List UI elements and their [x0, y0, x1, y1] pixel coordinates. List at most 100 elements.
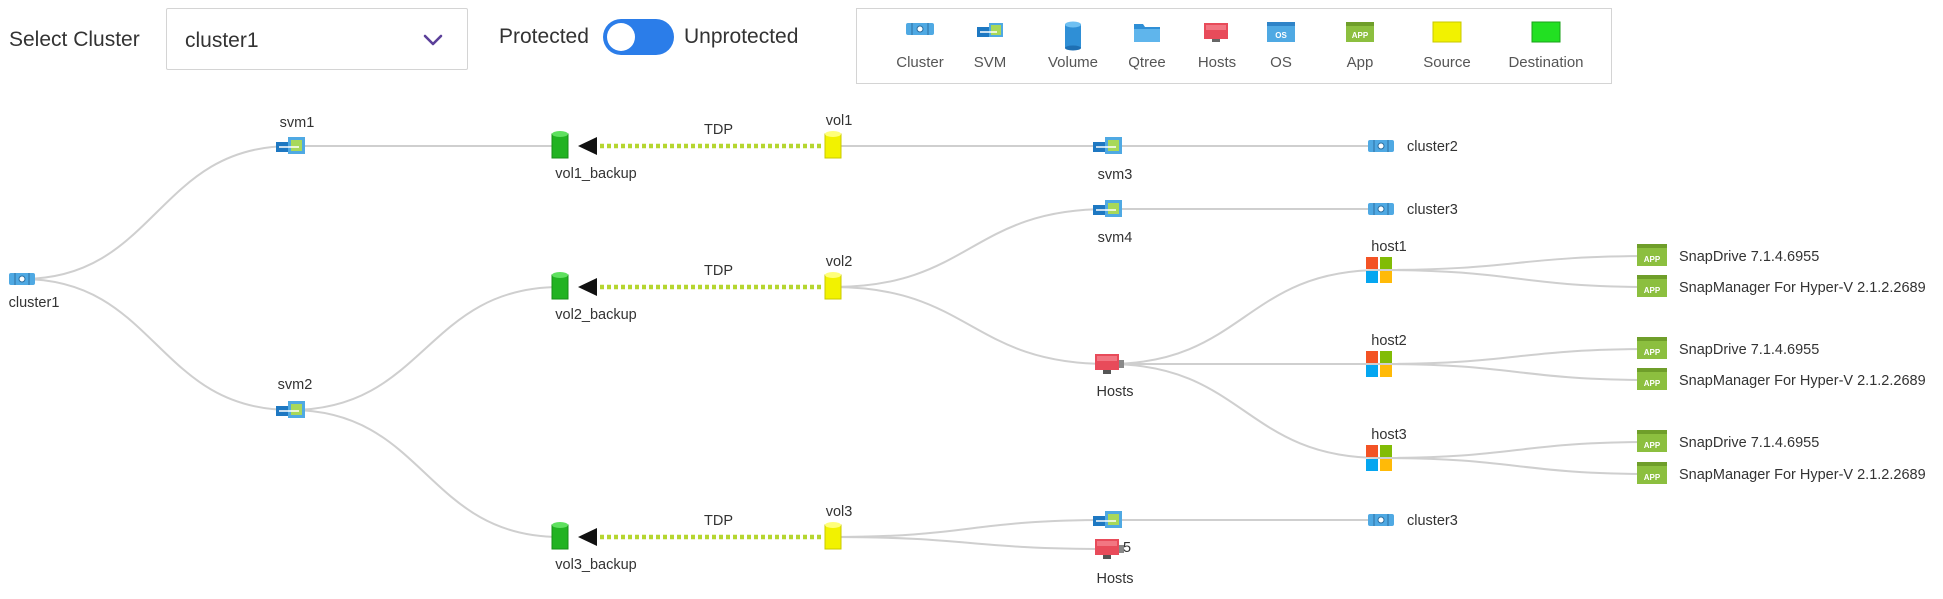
node-hosts_a[interactable]: Hosts: [1095, 354, 1134, 400]
os-icon: OS: [1266, 21, 1296, 48]
legend-item-cluster: Cluster: [880, 9, 960, 83]
node-cluster3a[interactable]: cluster3: [1368, 202, 1458, 218]
node-vol2[interactable]: vol2: [824, 254, 853, 300]
destination-swatch: [1531, 21, 1561, 48]
svm-icon: [276, 137, 305, 154]
cluster-icon: [1368, 140, 1394, 152]
node-label: SnapManager For Hyper-V 2.1.2.2689: [1679, 467, 1926, 483]
svg-text:APP: APP: [1644, 441, 1661, 450]
node-label: host2: [1371, 333, 1406, 349]
node-label: vol2: [826, 254, 853, 270]
svg-text:APP: APP: [1644, 286, 1661, 295]
volume-icon: [1064, 21, 1082, 56]
arrow-head-icon: [578, 137, 597, 155]
node-label: svm4: [1098, 230, 1133, 246]
node-svm3[interactable]: svm3: [1093, 137, 1132, 183]
svg-text:APP: APP: [1644, 379, 1661, 388]
edge-link: [1380, 348, 1654, 365]
edge-link: [832, 208, 1109, 288]
svg-text:APP: APP: [1352, 31, 1369, 40]
protection-toggle[interactable]: [603, 19, 674, 55]
toolbar: Select Cluster cluster1 Protected Unprot…: [0, 0, 1943, 84]
edge-link: [1380, 441, 1654, 459]
node-vol1[interactable]: vol1: [824, 113, 853, 159]
node-svm1[interactable]: svm1: [276, 115, 314, 154]
node-label: vol1_backup: [555, 166, 636, 182]
node-host3[interactable]: host3: [1366, 427, 1407, 471]
svg-text:OS: OS: [1275, 31, 1287, 40]
legend-item-volume: Volume: [1033, 9, 1113, 83]
hosts-icon: [1202, 21, 1232, 48]
legend-item-qtree: Qtree: [1107, 9, 1187, 83]
node-label: Hosts: [1096, 384, 1133, 400]
node-app3a[interactable]: APP SnapDrive 7.1.4.6955: [1637, 430, 1819, 452]
node-label: cluster2: [1407, 139, 1458, 155]
source-swatch: [1432, 21, 1462, 48]
legend-label: OS: [1270, 54, 1292, 71]
edge-link: [21, 278, 292, 411]
node-vol2_backup[interactable]: vol2_backup: [551, 272, 637, 323]
node-label: SnapDrive 7.1.4.6955: [1679, 435, 1819, 451]
node-cluster3b[interactable]: cluster3: [1368, 513, 1458, 529]
hosts-icon: [1095, 354, 1124, 374]
svg-text:APP: APP: [1644, 348, 1661, 357]
edge-link: [1107, 363, 1382, 459]
node-vol3_backup[interactable]: vol3_backup: [551, 522, 637, 573]
legend-item-destination: Destination: [1506, 9, 1586, 83]
volume-icon: [551, 272, 569, 300]
tdp-label: TDP: [704, 513, 733, 529]
toggle-knob: [607, 23, 635, 51]
node-cluster1[interactable]: cluster1: [9, 273, 60, 311]
legend-label: SVM: [973, 54, 1007, 71]
node-host2[interactable]: host2: [1366, 333, 1407, 377]
edge-link: [1107, 269, 1382, 365]
cluster-select-value: cluster1: [185, 29, 259, 52]
cluster-icon: [9, 273, 35, 285]
legend-label: Volume: [1047, 54, 1099, 71]
node-host1[interactable]: host1: [1366, 239, 1407, 283]
legend-item-os: OS OS: [1241, 9, 1321, 83]
node-label: vol3_backup: [555, 557, 636, 573]
node-svm_v3[interactable]: [1093, 511, 1122, 528]
edge-link: [1380, 457, 1654, 475]
os-icon: [1366, 257, 1392, 283]
cluster-icon: [1368, 203, 1394, 215]
edge-link: [1380, 269, 1654, 288]
node-vol1_backup[interactable]: vol1_backup: [551, 131, 637, 182]
edge-link: [832, 536, 1109, 550]
legend-item-hosts: Hosts: [1177, 9, 1257, 83]
cluster-select[interactable]: cluster1: [166, 8, 468, 70]
os-icon: [1366, 351, 1392, 377]
legend-label: Hosts: [1197, 54, 1237, 71]
edge-link: [290, 409, 561, 538]
node-svm2[interactable]: svm2: [276, 377, 312, 418]
app-icon: APP: [1345, 21, 1375, 48]
node-vol3[interactable]: vol3: [824, 504, 852, 550]
node-label: SnapDrive 7.1.4.6955: [1679, 342, 1819, 358]
qtree-icon: [1133, 21, 1161, 48]
node-label: vol2_backup: [555, 307, 636, 323]
node-label: cluster1: [9, 295, 60, 311]
edge-link: [1380, 363, 1654, 381]
node-app2a[interactable]: APP SnapDrive 7.1.4.6955: [1637, 337, 1819, 359]
node-label: svm1: [280, 115, 315, 131]
svm-icon: [975, 21, 1005, 46]
node-svm4[interactable]: svm4: [1093, 200, 1132, 246]
hosts-icon: [1095, 539, 1124, 559]
svm-icon: [1093, 511, 1122, 528]
arrow-head-icon: [578, 528, 597, 546]
chevron-down-icon: [423, 34, 443, 46]
app-icon: APP: [1637, 337, 1667, 359]
app-icon: APP: [1637, 244, 1667, 266]
tdp-label: TDP: [704, 263, 733, 279]
protected-label: Protected: [499, 25, 589, 48]
node-cluster2[interactable]: cluster2: [1368, 139, 1458, 155]
node-label: vol1: [826, 113, 853, 129]
